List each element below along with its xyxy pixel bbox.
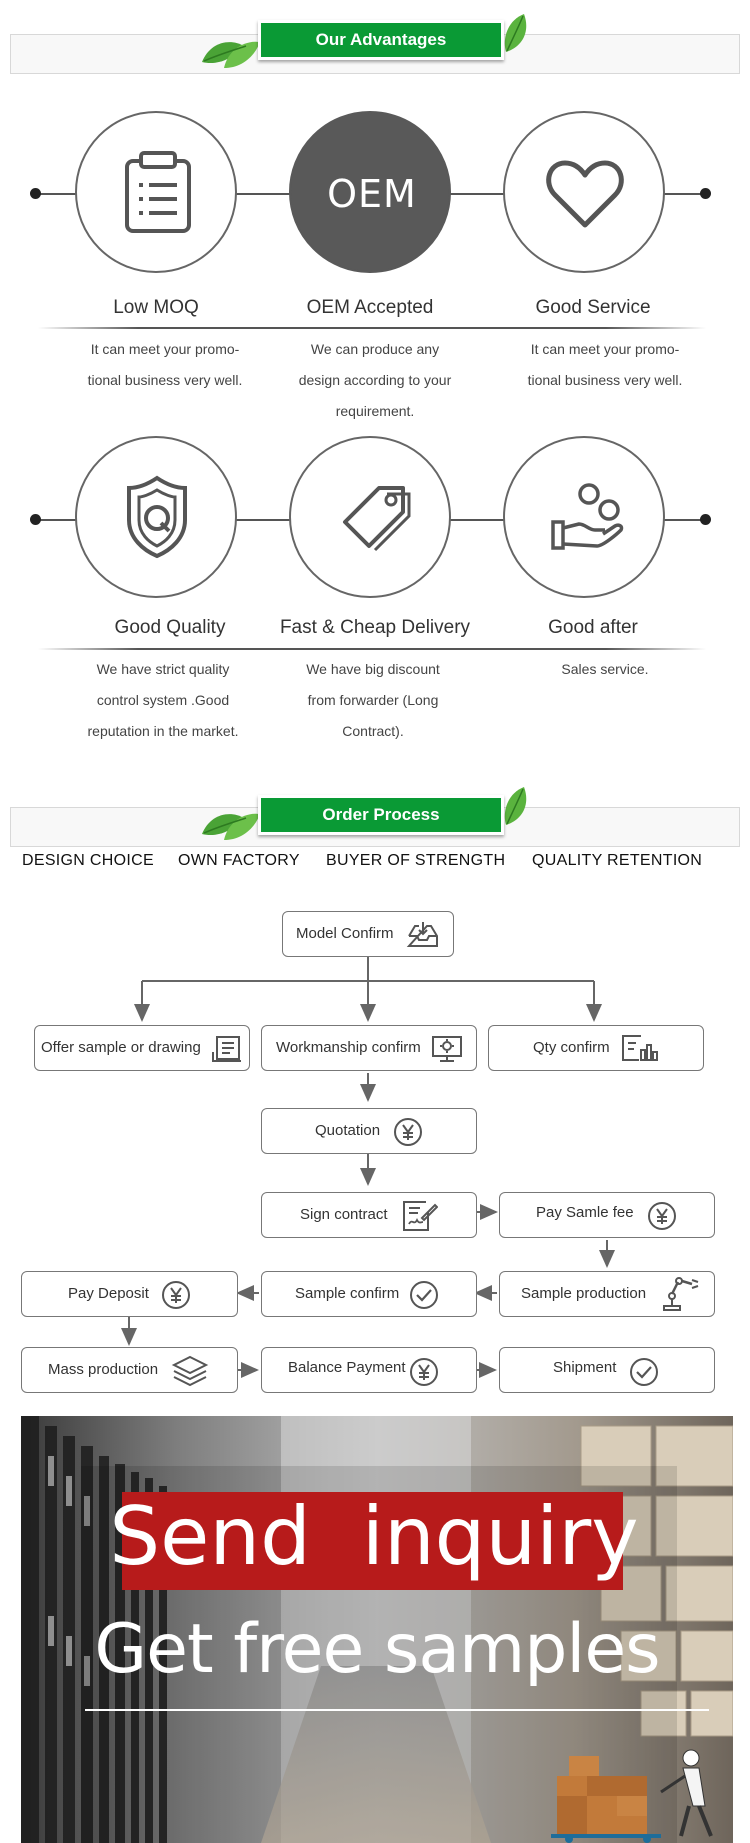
layers-icon	[171, 1355, 209, 1387]
advantages-title: Our Advantages	[258, 20, 504, 60]
check-circle-icon	[630, 1358, 658, 1386]
line-end-dot	[700, 188, 711, 199]
send-inquiry-text: Send inquiry	[109, 1490, 639, 1583]
divider	[38, 648, 706, 650]
yen-coin-icon	[410, 1358, 438, 1386]
tagline: QUALITY RETENTION	[532, 852, 703, 869]
step-offer-sample: Offer sample or drawing	[34, 1025, 250, 1071]
advantage-desc: Sales service.	[561, 661, 649, 677]
step-model-confirm: Model Confirm	[282, 911, 454, 957]
yen-coin-icon	[648, 1202, 676, 1230]
price-tag-icon	[289, 436, 451, 598]
divider	[38, 327, 706, 329]
advantage-desc: It can meet your promo-tional business v…	[527, 341, 683, 388]
flow-arrows	[121, 956, 615, 1378]
order-process-title: Order Process	[258, 795, 504, 835]
free-samples-text: Get free samples	[94, 1610, 660, 1689]
tagline: BUYER OF STRENGTH	[326, 852, 506, 869]
advantage-desc: It can meet your promo-tional business v…	[87, 341, 243, 388]
step-shipment: Shipment	[499, 1347, 715, 1393]
yen-coin-icon	[394, 1118, 422, 1146]
contract-sign-icon	[403, 1201, 438, 1231]
document-icon	[212, 1036, 241, 1062]
service-hand-icon	[503, 436, 665, 598]
cart-worker-illustration	[551, 1749, 713, 1843]
step-workmanship: Workmanship confirm	[261, 1025, 477, 1071]
heart-icon	[503, 111, 665, 273]
advantage-title: Good after	[548, 617, 638, 638]
advantage-title: Low MOQ	[113, 297, 199, 318]
step-mass-production: Mass production	[21, 1347, 238, 1393]
bar-report-icon	[622, 1035, 658, 1061]
line-end-dot	[30, 514, 41, 525]
tagline: DESIGN CHOICE	[22, 852, 154, 869]
leaf-icon	[500, 785, 536, 834]
line-end-dot	[30, 188, 41, 199]
yen-coin-icon	[162, 1281, 190, 1309]
leaf-icon	[500, 12, 536, 61]
step-sign-contract: Sign contract	[261, 1192, 477, 1238]
clipboard-icon	[75, 111, 237, 273]
oem-badge-text: OEM	[327, 172, 417, 216]
advantage-title: Good Service	[535, 297, 651, 318]
advantage-title: Fast & Cheap Delivery	[279, 617, 471, 638]
step-sample-production: Sample production	[499, 1271, 715, 1317]
advantage-title: Good Quality	[114, 617, 226, 638]
inquiry-banner[interactable]: Send inquiry Get free samples	[21, 1416, 733, 1843]
tagline: OWN FACTORY	[178, 852, 300, 869]
leaf-icon	[200, 28, 264, 77]
step-pay-sample-fee: Pay Samle fee	[499, 1192, 715, 1238]
oem-badge: OEM	[289, 111, 451, 273]
step-balance-payment: Balance Payment	[261, 1347, 477, 1393]
step-sample-confirm: Sample confirm	[261, 1271, 477, 1317]
step-pay-deposit: Pay Deposit	[21, 1271, 238, 1317]
robot-arm-icon	[663, 1277, 699, 1311]
leaf-icon	[200, 800, 264, 849]
step-quotation: Quotation	[261, 1108, 477, 1154]
step-qty-confirm: Qty confirm	[488, 1025, 704, 1071]
quality-shield-icon	[75, 436, 237, 598]
send-inquiry-label-bg	[122, 1492, 623, 1590]
advantage-title: OEM Accepted	[306, 297, 434, 318]
monitor-gear-icon	[432, 1036, 462, 1062]
check-circle-icon	[410, 1281, 438, 1309]
inbox-icon	[406, 922, 438, 947]
line-end-dot	[700, 514, 711, 525]
